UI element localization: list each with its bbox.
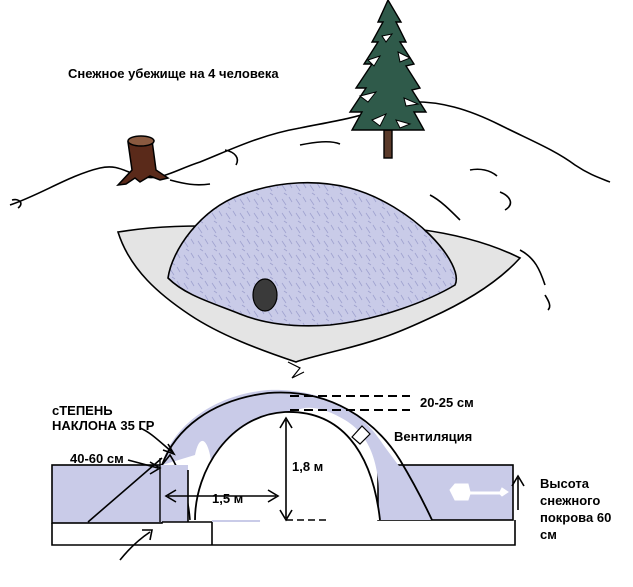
snow-depth-label-line1: Высота [540,476,589,491]
tree-stump [116,135,170,187]
width-label: 1,5 м [212,491,244,506]
shelter-entrance [252,278,278,312]
snow-depth-label-line2: снежного [540,493,601,508]
snow-depth-label-line4: см [540,527,557,542]
ventilation-label: Вентиляция [394,429,473,444]
shovel-icon [449,483,509,501]
snow-mound [167,181,457,327]
diagram-title: Снежное убежище на 4 человека [68,66,279,81]
fir-tree [348,0,428,159]
thickness-label: 40-60 см [70,451,124,466]
ventilation-hole [351,425,371,445]
snow-hills [9,100,611,311]
height-label: 1,8 м [292,459,324,474]
roof-thickness-label: 20-25 см [420,395,474,410]
slope-label-line1: сТЕПЕНЬ [52,403,113,418]
measurement-lines [119,395,525,561]
slope-label-line2: НАКЛОНА 35 ГР [52,418,155,433]
cross-section [51,389,516,546]
snow-depth-label-line3: покрова 60 [540,510,612,525]
